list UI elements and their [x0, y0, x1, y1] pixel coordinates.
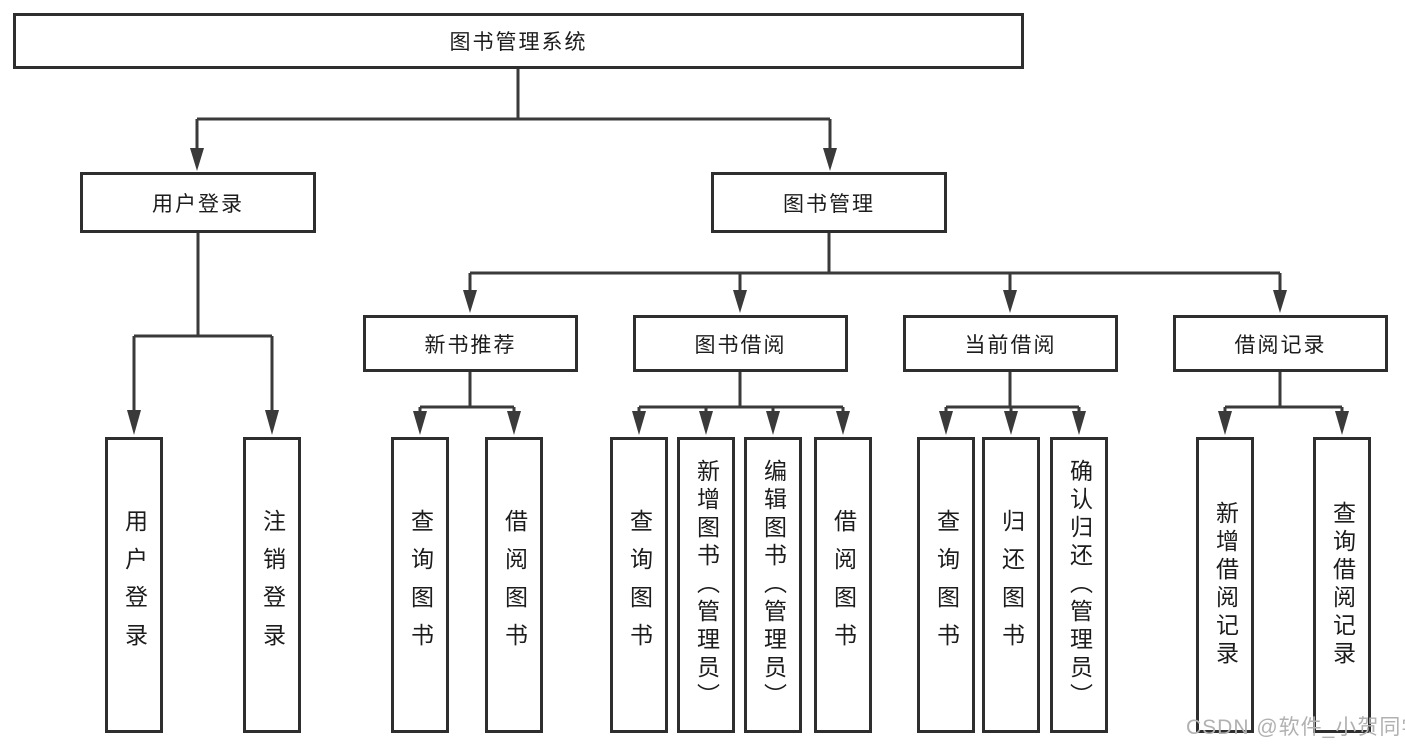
- leaf-label: 注销登录: [259, 509, 286, 661]
- leaf-add-borrow-record: 新增借阅记录: [1196, 437, 1254, 733]
- leaf-query-borrow-record: 查询借阅记录: [1313, 437, 1371, 733]
- leaf-query-books: 查询图书: [391, 437, 449, 733]
- leaf-label: 查询图书: [933, 509, 960, 661]
- leaf-edit-books-admin: 编辑图书（管理员）: [744, 437, 802, 733]
- leaf-user-login: 用户登录: [105, 437, 163, 733]
- node-borrow-records: 借阅记录: [1173, 315, 1388, 372]
- leaf-query-books: 查询图书: [610, 437, 668, 733]
- connector-recommend-to-leaves: [413, 372, 521, 435]
- node-label: 用户登录: [152, 192, 244, 216]
- leaf-label: 查询图书: [407, 509, 434, 661]
- node-label: 当前借阅: [964, 333, 1057, 357]
- leaf-logout: 注销登录: [243, 437, 301, 733]
- connector-root-to-level2: [190, 69, 837, 171]
- leaf-add-books-admin: 新增图书（管理员）: [677, 437, 735, 733]
- leaf-label: 用户登录: [121, 509, 148, 661]
- leaf-label: 编辑图书（管理员）: [760, 459, 787, 711]
- node-book-borrow: 图书借阅: [633, 315, 848, 372]
- leaf-confirm-return-admin: 确认归还（管理员）: [1050, 437, 1108, 733]
- node-label: 借阅记录: [1234, 333, 1327, 357]
- leaf-query-books: 查询图书: [917, 437, 975, 733]
- node-current-borrow: 当前借阅: [903, 315, 1118, 372]
- node-label: 图书借阅: [694, 333, 787, 357]
- leaf-label: 新增图书（管理员）: [693, 459, 720, 711]
- node-root-label: 图书管理系统: [449, 31, 588, 54]
- leaf-borrow-books: 借阅图书: [814, 437, 872, 733]
- connector-mgmt-to-level3: [463, 233, 1287, 313]
- connector-borrow-to-leaves: [632, 372, 850, 435]
- connector-records-to-leaves: [1218, 372, 1349, 435]
- leaf-label: 确认归还（管理员）: [1066, 459, 1093, 711]
- leaf-label: 借阅图书: [501, 509, 528, 661]
- node-book-management-branch: 图书管理: [711, 172, 947, 233]
- leaf-label: 查询图书: [626, 509, 653, 661]
- connector-current-to-leaves: [939, 372, 1086, 435]
- leaf-borrow-books: 借阅图书: [485, 437, 543, 733]
- leaf-label: 新增借阅记录: [1212, 501, 1239, 669]
- leaf-return-books: 归还图书: [982, 437, 1040, 733]
- node-user-login-branch: 用户登录: [80, 172, 316, 233]
- node-new-book-recommend: 新书推荐: [363, 315, 578, 372]
- leaf-label: 查询借阅记录: [1329, 501, 1356, 669]
- leaf-label: 借阅图书: [830, 509, 857, 661]
- node-label: 新书推荐: [424, 333, 517, 357]
- connector-login-to-leaves: [127, 233, 279, 435]
- leaf-label: 归还图书: [998, 509, 1025, 661]
- csdn-watermark: CSDN @软件_小贺同学: [1186, 716, 1405, 739]
- node-root-system: 图书管理系统: [13, 13, 1024, 69]
- node-label: 图书管理: [783, 192, 875, 216]
